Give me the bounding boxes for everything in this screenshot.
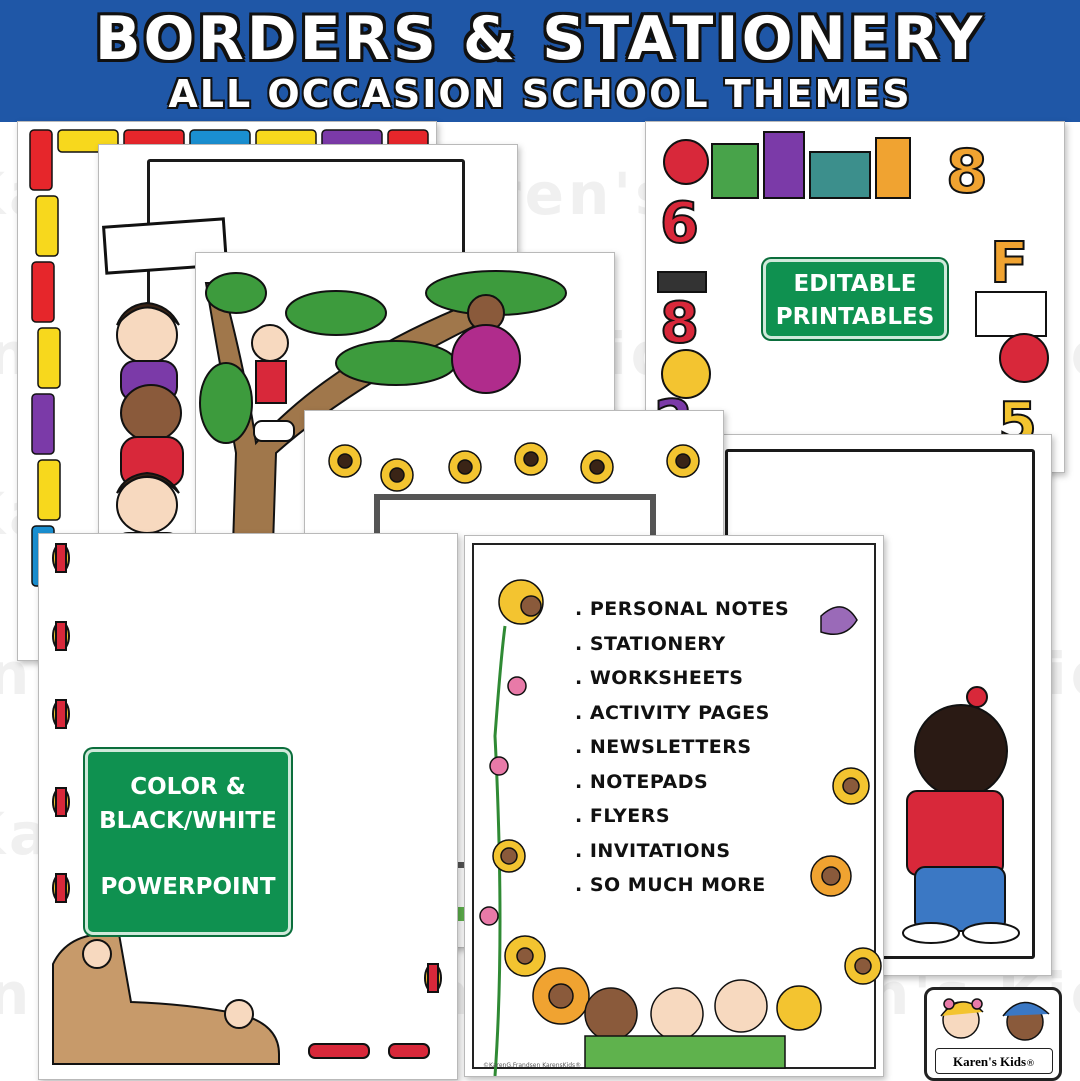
list-item: FLYERS: [575, 805, 789, 840]
badge-line: PRINTABLES: [775, 304, 935, 330]
list-item: ACTIVITY PAGES: [575, 702, 789, 737]
badge-line: BLACK/WHITE: [99, 808, 277, 834]
badge-line: POWERPOINT: [100, 874, 276, 900]
list-item: SO MUCH MORE: [575, 874, 789, 909]
girl-art: [902, 686, 1020, 944]
logo-text: Karen's Kids: [952, 1054, 1027, 1069]
flower-border-page: PERSONAL NOTES STATIONERY WORKSHEETS ACT…: [464, 535, 884, 1077]
list-item: WORKSHEETS: [575, 667, 789, 702]
header-banner: BORDERS & STATIONERY ALL OCCASION SCHOOL…: [0, 0, 1080, 122]
logo-registered-mark: ®: [1026, 1059, 1036, 1069]
color-bw-powerpoint-badge: COLOR & BLACK/WHITE POWERPOINT: [85, 749, 291, 935]
badge-line: COLOR &: [130, 774, 246, 800]
list-item: PERSONAL NOTES: [575, 598, 789, 633]
shoe-border-art: [52, 543, 442, 1065]
list-item: NEWSLETTERS: [575, 736, 789, 771]
svg-text:F: F: [990, 231, 1028, 296]
svg-text:8: 8: [946, 137, 988, 207]
badge-line: EDITABLE: [793, 271, 917, 297]
crayon-border-art: [29, 129, 429, 587]
svg-text:8: 8: [660, 291, 699, 356]
old-shoe-page: COLOR & BLACK/WHITE POWERPOINT: [38, 533, 458, 1080]
uses-list: PERSONAL NOTES STATIONERY WORKSHEETS ACT…: [575, 598, 789, 909]
karens-kids-logo: Karen's Kids®: [924, 987, 1062, 1081]
copyright-text: ©KarenG.Frandsen KarensKids®: [483, 1062, 582, 1069]
svg-text:6: 6: [660, 191, 699, 256]
page-subtitle: ALL OCCASION SCHOOL THEMES: [168, 72, 912, 116]
page-title: BORDERS & STATIONERY: [94, 4, 986, 74]
logo-kids-icon: [940, 998, 1050, 1041]
list-item: STATIONERY: [575, 633, 789, 668]
list-item: INVITATIONS: [575, 840, 789, 875]
editable-printables-badge: EDITABLE PRINTABLES: [763, 259, 947, 339]
numbers-border-page: 8 6 8 2 F 5 EDITABLE PRINTABLES: [645, 121, 1065, 473]
flower-border-art: [472, 543, 882, 1076]
list-item: NOTEPADS: [575, 771, 789, 806]
